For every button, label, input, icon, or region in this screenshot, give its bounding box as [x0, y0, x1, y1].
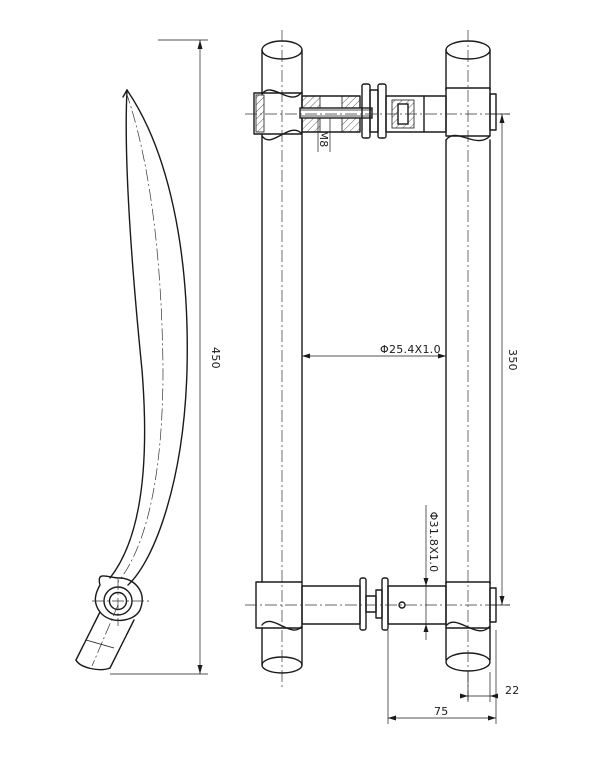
dim-label-450: 450	[209, 347, 222, 369]
curved-bar-centerline	[117, 91, 164, 583]
dim-bar-diameter: Φ25.4X1.0	[302, 343, 446, 359]
front-view: M8 Φ25.4X1.0	[245, 30, 520, 724]
dim-projection: 75	[387, 630, 497, 724]
dim-label-75: 75	[434, 705, 449, 718]
dim-post-diameter: Φ31.8X1.0	[423, 505, 440, 640]
lower-tube	[75, 604, 135, 671]
dim-label-post-diameter: Φ31.8X1.0	[427, 512, 440, 573]
dim-post-offset: 22	[460, 672, 520, 702]
bottom-fixing	[245, 577, 510, 631]
curved-bar-inner	[109, 89, 146, 579]
dim-label-m8: M8	[317, 130, 330, 147]
right-bar	[445, 30, 491, 700]
side-view: 450	[75, 39, 222, 675]
dim-label-bar-diameter: Φ25.4X1.0	[380, 343, 441, 356]
dim-center-distance: 350	[490, 113, 519, 606]
dim-label-22: 22	[505, 684, 520, 697]
dim-label-350: 350	[506, 349, 519, 371]
standoff-end-view	[92, 575, 150, 626]
dim-overall-length: 450	[110, 39, 222, 675]
curved-bar-outer	[126, 89, 188, 586]
left-bar	[261, 30, 303, 690]
top-fixing: M8	[245, 83, 510, 152]
